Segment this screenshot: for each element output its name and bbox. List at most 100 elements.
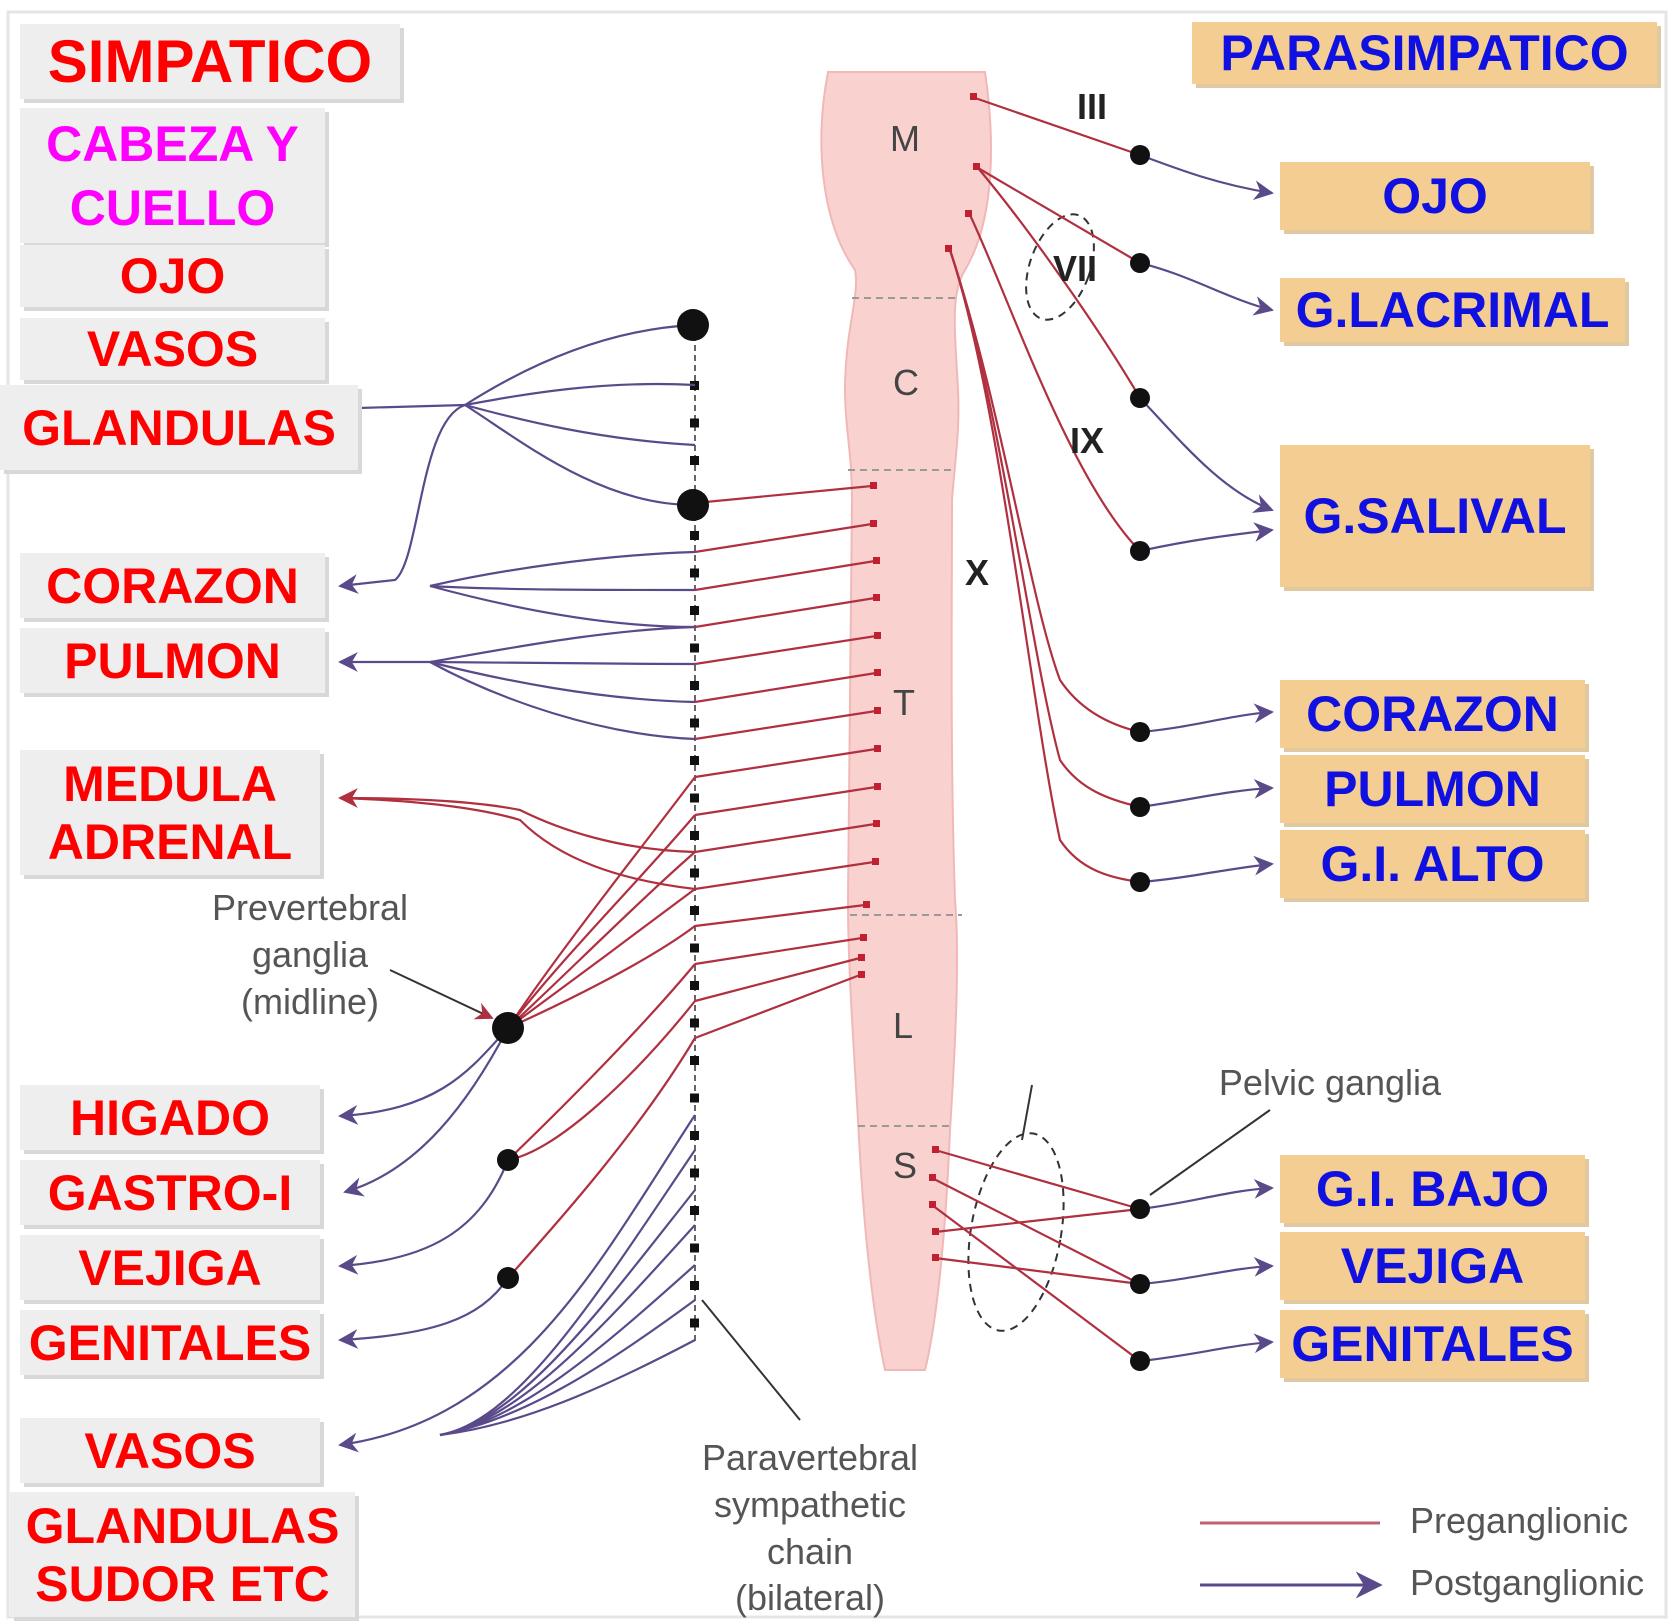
post-fiber-gastro (343, 1027, 509, 1197)
post-fiber-lacrimal (1139, 261, 1274, 316)
diagram-frame (6, 10, 1668, 1619)
chain-ganglion (690, 456, 699, 465)
chain-ganglion (690, 868, 699, 878)
chain-ganglion (690, 1018, 699, 1028)
ciliary-ganglion (1130, 145, 1150, 165)
pelvic-pointer (1149, 1109, 1271, 1196)
nerve-ix: IX (1070, 420, 1105, 461)
pulmon-sym-label: PULMON (20, 628, 325, 693)
post-fiber (439, 1299, 696, 1437)
chain-ganglion (690, 1168, 699, 1178)
celiac-ganglion (492, 1012, 524, 1044)
chain-ganglion (690, 1131, 699, 1140)
segment-c: C (893, 362, 919, 403)
chain-ganglion (690, 1243, 699, 1253)
pre-fiber (694, 596, 876, 629)
corazon-sym-label: CORAZON (20, 553, 325, 618)
post-fiber (439, 1264, 696, 1437)
pre-fiber (694, 671, 877, 704)
chain-ganglion (690, 681, 699, 690)
gi-alto-para-label: G.I. ALTO (1280, 830, 1585, 898)
post-fiber-salival-b (1139, 522, 1274, 553)
chain-ganglion (690, 718, 699, 728)
higado-sym-label: HIGADO (20, 1085, 320, 1150)
pre-fiber-cn10c (948, 249, 1141, 884)
salival-para-label: G.SALIVAL (1280, 445, 1590, 587)
pre-fiber-s5 (934, 1256, 1141, 1286)
pelvic-annotation: Pelvic ganglia (1218, 1062, 1442, 1103)
pre-fiber (694, 956, 861, 1003)
pre-fiber (507, 963, 696, 1161)
glandulas-sudor-label: GLANDULAS SUDOR ETC (10, 1492, 355, 1617)
adrenal-sym-label: MEDULA ADRENAL (20, 750, 320, 875)
legend-preganglionic: Preganglionic (1410, 1500, 1629, 1541)
post-fiber-corazon (338, 403, 466, 594)
chain-ganglia (690, 381, 699, 1328)
lacrimal-para-label: G.LACRIMAL (1280, 278, 1625, 342)
post-fiber-genitales-p (1139, 1333, 1274, 1363)
pre-fiber (694, 522, 873, 554)
post-fiber-vasos (338, 1114, 696, 1453)
segment-t: T (893, 682, 915, 723)
pre-fiber-cn3 (974, 96, 1141, 157)
segment-m: M (890, 118, 920, 159)
pre-fiber (507, 776, 696, 1029)
vasos2-sym-label: VASOS (20, 1418, 320, 1483)
cord-outlets (858, 93, 980, 1261)
post-fiber (439, 1224, 696, 1437)
chain-ganglion (690, 606, 699, 615)
pre-fiber (694, 634, 877, 666)
pre-fiber-adrenal (338, 788, 696, 854)
pre-fiber (507, 1037, 696, 1279)
pre-fiber (694, 903, 866, 928)
pre-fiber (507, 814, 696, 1029)
pre-fiber (694, 709, 877, 741)
medula-text: MEDULA (63, 755, 277, 812)
post-fiber-gibajo (1139, 1178, 1274, 1211)
post-fiber-salival-a (1139, 397, 1274, 513)
chain-ganglion (690, 981, 699, 990)
stellate-ganglion (677, 489, 709, 521)
pre-fiber-cn10b (948, 249, 1141, 809)
post-fiber (464, 403, 696, 447)
post-fiber (429, 661, 696, 741)
enteric-ganglion (1130, 872, 1150, 892)
post-fiber-ojo (1139, 153, 1274, 201)
chain-ganglion (690, 1093, 699, 1103)
post-fiber-vejiga (338, 1159, 510, 1275)
chain-ganglion (690, 568, 699, 578)
post-fiber (429, 660, 696, 666)
pre-fiber (694, 559, 876, 592)
prevertebral-line-3: (midline) (240, 980, 380, 1022)
chain-ganglion (690, 1206, 699, 1215)
preganglionic-fibers (338, 96, 1141, 1362)
post-fiber (439, 1189, 696, 1437)
cardiac-ganglion (1130, 722, 1150, 742)
post-fiber-corazon-p (1139, 703, 1274, 734)
sympathetic-title: SIMPATICO (20, 24, 400, 99)
nerve-iii: III (1077, 86, 1108, 127)
post-fiber-vejiga-p (1139, 1256, 1274, 1286)
pre-fiber (694, 973, 861, 1040)
chain-ganglion (690, 1281, 699, 1290)
pre-fiber-cn9a (977, 167, 1141, 399)
pre-fiber (694, 484, 873, 505)
sacral-oval (967, 1132, 1065, 1332)
paravertebral-line-2: sympathetic (713, 1483, 907, 1525)
pre-fiber-s3 (931, 1204, 1141, 1362)
superior-cervical-ganglion (677, 309, 709, 341)
chain-ganglion (690, 1318, 699, 1328)
post-fiber-gialto (1139, 855, 1274, 884)
vejiga-sym-label: VEJIGA (20, 1235, 320, 1300)
vasos-sym-label: VASOS (20, 318, 325, 380)
pre-fiber-cn9b (969, 214, 1141, 552)
submandibular-ganglion (1130, 388, 1150, 408)
pre-fiber-s1 (934, 1148, 1141, 1211)
segment-l: L (893, 1005, 914, 1046)
prevertebral-line-2: ganglia (251, 933, 369, 975)
post-fiber (429, 584, 696, 629)
head-neck-label: CABEZA Y CUELLO (20, 108, 325, 243)
post-fiber-genitales (338, 1277, 509, 1349)
corazon-para-label: CORAZON (1280, 680, 1585, 748)
